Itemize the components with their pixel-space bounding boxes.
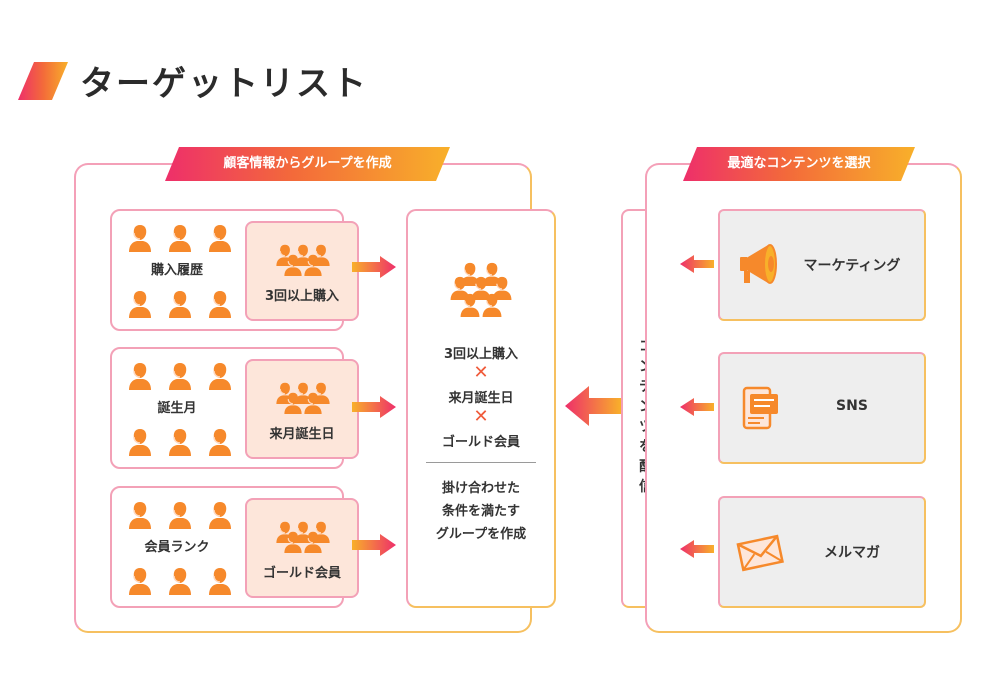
channel-label: メルマガ (824, 545, 880, 561)
source-box-birth-month: 誕生月 来月誕生日 (110, 347, 359, 469)
channel-marketing: マーケティング (718, 209, 926, 321)
arrow-right-icon (352, 396, 396, 418)
title-mark-icon (18, 62, 68, 100)
channel-sns: SNS (718, 352, 926, 464)
result-desc-line-1: 掛け合わせた (441, 481, 520, 496)
criterion-2: 来月誕生日 (448, 391, 514, 406)
segment-label: ゴールド会員 (262, 566, 341, 581)
segment-people-icon (275, 382, 331, 415)
criterion-3: ゴールド会員 (441, 435, 520, 450)
mail-icon (736, 534, 784, 572)
multiply-icon: ✕ (473, 406, 489, 427)
source-label: 会員ランク (144, 540, 210, 555)
arrow-left-large-icon (565, 386, 621, 426)
source-label: 購入履歴 (150, 263, 203, 278)
megaphone-icon (740, 244, 777, 284)
channel-label: SNS (836, 398, 868, 414)
source-box-purchase-history: 購入履歴 3回以上購入 (110, 209, 359, 331)
segment-box: 来月誕生日 (245, 359, 359, 459)
content-select-tag: 最適なコンテンツを選択 (683, 147, 915, 181)
arrow-right-icon (352, 256, 396, 278)
crowd-icon (449, 262, 513, 318)
customer-info-tag: 顧客情報からグループを作成 (165, 147, 450, 181)
segment-people-icon (275, 521, 331, 554)
segment-people-icon (275, 244, 331, 277)
segment-box: 3回以上購入 (245, 221, 359, 321)
page-title: ターゲットリスト (80, 64, 368, 104)
channel-label: マーケティング (803, 258, 901, 274)
divider (426, 462, 536, 463)
segment-label: 3回以上購入 (264, 289, 340, 304)
combined-group-box: 3回以上購入 ✕ 来月誕生日 ✕ ゴールド会員 掛け合わせた 条件を満たす グル… (406, 209, 556, 608)
source-box-member-rank: 会員ランク ゴールド会員 (110, 486, 359, 608)
arrow-left-icon (680, 255, 714, 273)
segment-label: 来月誕生日 (269, 427, 335, 442)
sns-icon (742, 386, 778, 430)
arrow-left-icon (680, 398, 714, 416)
source-label: 誕生月 (157, 401, 197, 416)
result-desc-line-3: グループを作成 (435, 527, 527, 542)
arrow-right-icon (352, 534, 396, 556)
multiply-icon: ✕ (473, 362, 489, 383)
result-desc-line-2: 条件を満たす (441, 504, 520, 519)
channel-mail-magazine: メルマガ (718, 496, 926, 608)
segment-box: ゴールド会員 (245, 498, 359, 598)
criterion-1: 3回以上購入 (443, 347, 519, 362)
arrow-left-icon (680, 540, 714, 558)
